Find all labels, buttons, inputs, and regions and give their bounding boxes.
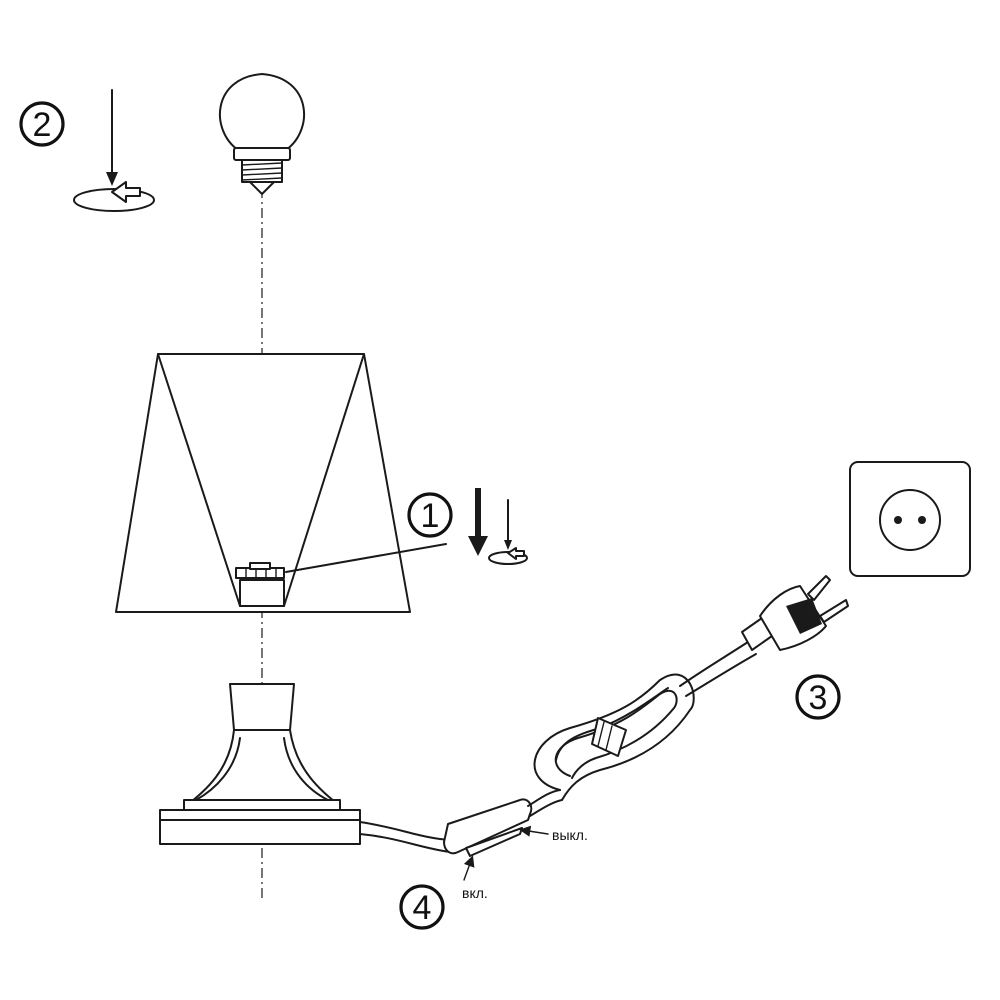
light-bulb-icon (218, 73, 306, 195)
cord-loop (533, 673, 695, 801)
rotate-arrow-icon (488, 499, 528, 565)
on-label-arrow (463, 855, 475, 881)
step-1-pointer (285, 543, 447, 573)
step-4-number: 4 (413, 889, 432, 927)
step-3-marker: 3 (795, 674, 841, 720)
wall-socket-icon (849, 461, 971, 577)
switch-on-label: вкл. (462, 885, 488, 901)
screw-down-arrow-icon (73, 89, 155, 212)
step-2-number: 2 (33, 106, 52, 144)
step-2-marker: 2 (19, 101, 65, 147)
power-cord (359, 821, 451, 841)
step-4-marker: 4 (399, 884, 445, 930)
lamp-base (159, 683, 361, 845)
push-down-arrow-icon (468, 488, 488, 556)
switch-off-label: выкл. (552, 827, 588, 843)
step-1-marker: 1 (407, 492, 453, 538)
inline-switch (443, 798, 533, 857)
lamp-shade (115, 353, 411, 613)
plug-icon (741, 575, 849, 651)
step-3-number: 3 (809, 679, 828, 717)
step-1-number: 1 (421, 497, 440, 535)
off-label-arrow (519, 825, 549, 837)
